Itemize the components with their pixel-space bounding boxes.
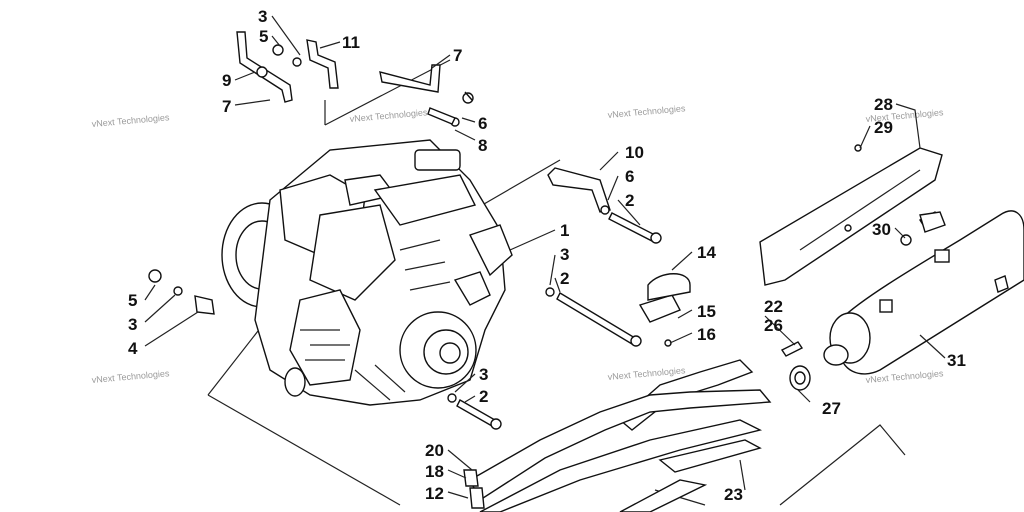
callout-27: 27	[822, 399, 841, 418]
brackets	[236, 31, 691, 323]
callouts: 3 5 11 9 7 7 6 8 10 6 2 1 3 2 14 15 16 5…	[128, 7, 966, 504]
callout-2: 2	[560, 269, 569, 288]
watermark: vNext Technologies	[91, 112, 170, 129]
leader-lines	[144, 15, 946, 499]
fasteners	[148, 44, 672, 430]
callout-16: 16	[697, 325, 716, 344]
callout-11: 11	[342, 33, 360, 52]
callout-14: 14	[697, 243, 716, 262]
callout-28: 28	[874, 95, 893, 114]
callout-18: 18	[425, 462, 444, 481]
callout-5: 5	[128, 291, 137, 310]
callout-2: 2	[625, 191, 634, 210]
callout-22: 22	[764, 297, 783, 316]
callout-4: 4	[128, 339, 138, 358]
callout-3: 3	[479, 365, 488, 384]
callout-10: 10	[625, 143, 644, 162]
callout-3: 3	[560, 245, 569, 264]
callout-23: 23	[724, 485, 743, 504]
watermark: vNext Technologies	[91, 368, 170, 385]
callout-30: 30	[872, 220, 891, 239]
callout-7: 7	[453, 46, 462, 65]
watermark: vNext Technologies	[349, 107, 428, 124]
callout-8: 8	[478, 136, 487, 155]
callout-29: 29	[874, 118, 893, 137]
callout-31: 31	[947, 351, 966, 370]
callout-12: 12	[425, 484, 444, 503]
callout-5: 5	[259, 27, 268, 46]
callout-3: 3	[128, 315, 137, 334]
callout-6: 6	[478, 114, 487, 133]
callout-7: 7	[222, 97, 231, 116]
callout-9: 9	[222, 71, 231, 90]
exhaust-pipes	[463, 359, 772, 512]
callout-26: 26	[764, 316, 783, 335]
callout-2: 2	[479, 387, 488, 406]
watermark: vNext Technologies	[607, 365, 686, 382]
callout-20: 20	[425, 441, 444, 460]
exhaust-system	[759, 144, 1024, 391]
callout-3: 3	[258, 7, 267, 26]
watermark: vNext Technologies	[607, 103, 686, 120]
engine-assembly	[221, 139, 513, 406]
callout-15: 15	[697, 302, 716, 321]
callout-1: 1	[560, 221, 569, 240]
callout-6: 6	[625, 167, 634, 186]
